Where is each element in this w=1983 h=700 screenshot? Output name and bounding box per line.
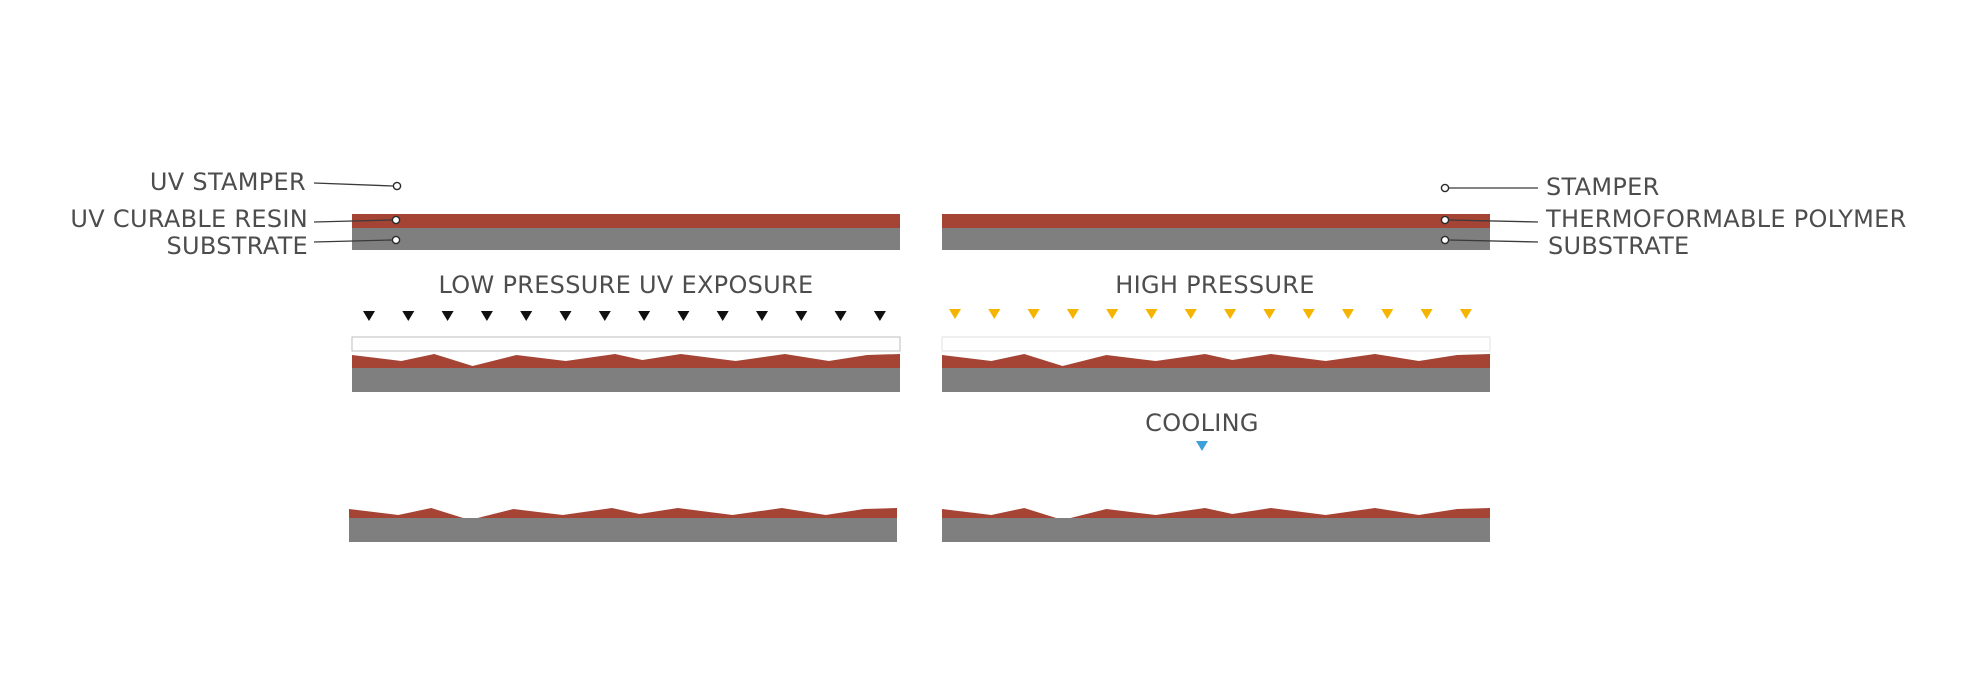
pressure-arrow-icon [1184, 309, 1197, 319]
right-initial-stack [942, 214, 1490, 250]
pressure-arrow-icon [1342, 309, 1354, 319]
pressure-arrow-icon [1106, 309, 1119, 319]
left-callouts: UV STAMPER UV CURABLE RESIN SUBSTRATE [70, 168, 402, 260]
right-substrate-label: SUBSTRATE [1548, 232, 1690, 260]
left-substrate-label: SUBSTRATE [166, 232, 308, 260]
stamper-marker-icon [1440, 183, 1450, 193]
uv-exposure-arrow-icon [402, 311, 415, 321]
cooling-label: COOLING [1145, 409, 1259, 437]
right-substrate-layer [942, 228, 1490, 250]
uv-exposure-arrow-icon [834, 311, 847, 321]
pressure-arrow-icon [1066, 309, 1079, 319]
uv-exposure-arrow-icon [520, 311, 533, 321]
high-pressure-label: HIGH PRESSURE [1115, 271, 1315, 299]
uv-stamper-label: UV STAMPER [150, 168, 306, 196]
pressure-arrow-icon [1459, 309, 1472, 319]
uv-resin-final-layer [349, 508, 897, 520]
low-pressure-uv-exposure-label: LOW PRESSURE UV EXPOSURE [438, 271, 813, 299]
pressure-arrow-icon [1263, 309, 1276, 319]
uv-exposure-arrow-icon [716, 311, 729, 321]
polymer-marker-icon [1440, 215, 1450, 225]
uv-exposure-arrow-icon [559, 311, 572, 321]
uv-exposure-arrows [363, 311, 886, 321]
uv-exposure-arrow-icon [598, 311, 611, 321]
polymer-final-layer [942, 508, 1490, 520]
right-final-stack [942, 508, 1490, 542]
uv-curable-resin-label: UV CURABLE RESIN [70, 205, 308, 233]
polymer-imprinted-layer [942, 353, 1490, 369]
uv-exposure-arrow-icon [638, 311, 651, 321]
uv-exposure-arrow-icon [363, 311, 375, 321]
uv-exposure-arrow-icon [795, 311, 808, 321]
thermoformable-polymer-layer [942, 214, 1490, 228]
pressure-arrow-icon [1145, 309, 1158, 319]
right-final-substrate-layer [942, 518, 1490, 542]
left-initial-stack [352, 214, 900, 250]
thermoformable-polymer-label: THERMOFORMABLE POLYMER [1545, 205, 1907, 233]
high-pressure-arrows [949, 309, 1472, 319]
stamper-side-outline [941, 336, 1491, 352]
left-substrate-layer [352, 228, 900, 250]
right-callouts: STAMPER THERMOFORMABLE POLYMER SUBSTRATE [1440, 173, 1907, 260]
right-thermal-process: STAMPER THERMOFORMABLE POLYMER SUBSTRATE… [941, 173, 1907, 542]
uv-stamper-outline [351, 336, 901, 352]
right-pressure-substrate-layer [942, 368, 1490, 392]
left-uv-process: UV STAMPER UV CURABLE RESIN SUBSTRATE LO… [70, 168, 901, 542]
left-exposure-substrate-layer [352, 368, 900, 392]
uv-resin-marker-icon [391, 215, 401, 225]
uv-exposure-arrow-icon [756, 311, 768, 321]
right-substrate-marker-icon [1440, 235, 1450, 245]
uv-exposure-arrow-icon [480, 311, 493, 321]
uv-curable-resin-layer [352, 214, 900, 228]
cooling-arrow-icon [1196, 441, 1208, 451]
pressure-arrow-icon [949, 309, 961, 319]
pressure-arrow-icon [1381, 309, 1394, 319]
left-final-stack [349, 508, 897, 542]
pressure-arrow-icon [1420, 309, 1433, 319]
uv-exposure-arrow-icon [441, 311, 454, 321]
pressure-arrow-icon [1027, 309, 1040, 319]
right-pressure-stack [941, 336, 1491, 392]
uv-resin-imprinted-layer [352, 353, 900, 369]
uv-exposure-arrow-icon [677, 311, 690, 321]
left-substrate-marker-icon [391, 235, 401, 245]
uv-stamper-marker-icon [392, 181, 402, 191]
pressure-arrow-icon [1224, 309, 1237, 319]
stamper-label: STAMPER [1546, 173, 1660, 201]
pressure-arrow-icon [1302, 309, 1315, 319]
left-final-substrate-layer [349, 518, 897, 542]
uv-exposure-arrow-icon [873, 311, 886, 321]
pressure-arrow-icon [988, 309, 1001, 319]
left-exposure-stack [351, 336, 901, 392]
